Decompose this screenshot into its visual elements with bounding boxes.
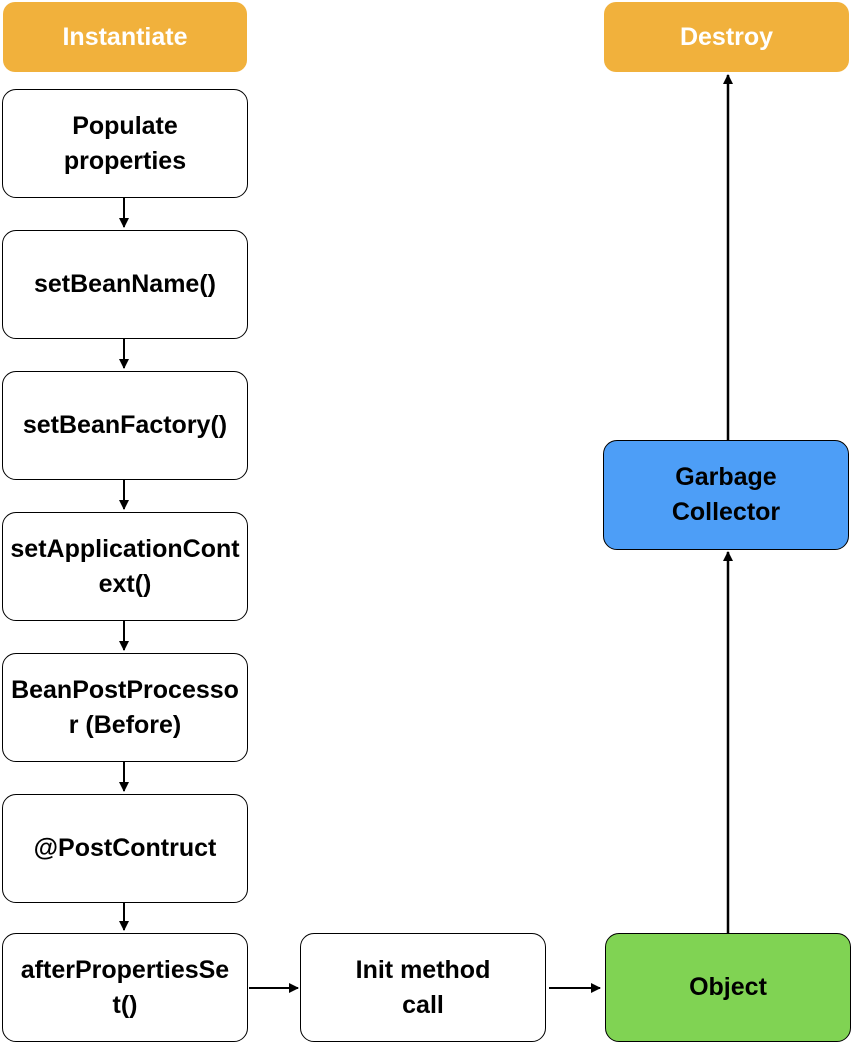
bean-post-processor-before-label: BeanPostProcessor (Before) <box>11 675 239 739</box>
populate-properties-node: Populate properties <box>2 89 248 198</box>
object-label: Object <box>689 973 767 1001</box>
after-properties-set-node: afterPropertiesSet() <box>2 933 248 1042</box>
set-bean-name-label: setBeanName() <box>33 270 216 298</box>
garbage-collector-node: Garbage Collector <box>603 440 849 550</box>
garbage-collector-label: Garbage Collector <box>671 463 781 526</box>
instantiate-label: Instantiate <box>62 22 188 51</box>
post-construct-node: @PostContruct <box>2 794 248 903</box>
init-method-call-node: Init method call <box>300 933 546 1042</box>
init-method-call-label: Init method call <box>355 955 491 1019</box>
set-bean-factory-node: setBeanFactory() <box>2 371 248 480</box>
populate-properties-label: Populate properties <box>63 111 187 175</box>
destroy-label: Destroy <box>679 22 774 51</box>
destroy-node: Destroy <box>604 2 849 72</box>
set-application-context-label: setApplicationContext() <box>10 534 240 598</box>
after-properties-set-label: afterPropertiesSet() <box>20 955 230 1019</box>
set-application-context-node: setApplicationContext() <box>2 512 248 621</box>
instantiate-node: Instantiate <box>3 2 247 72</box>
object-node: Object <box>605 933 851 1042</box>
set-bean-factory-label: setBeanFactory() <box>22 411 228 439</box>
post-construct-label: @PostContruct <box>33 834 217 862</box>
set-bean-name-node: setBeanName() <box>2 230 248 339</box>
bean-post-processor-before-node: BeanPostProcessor (Before) <box>2 653 248 762</box>
